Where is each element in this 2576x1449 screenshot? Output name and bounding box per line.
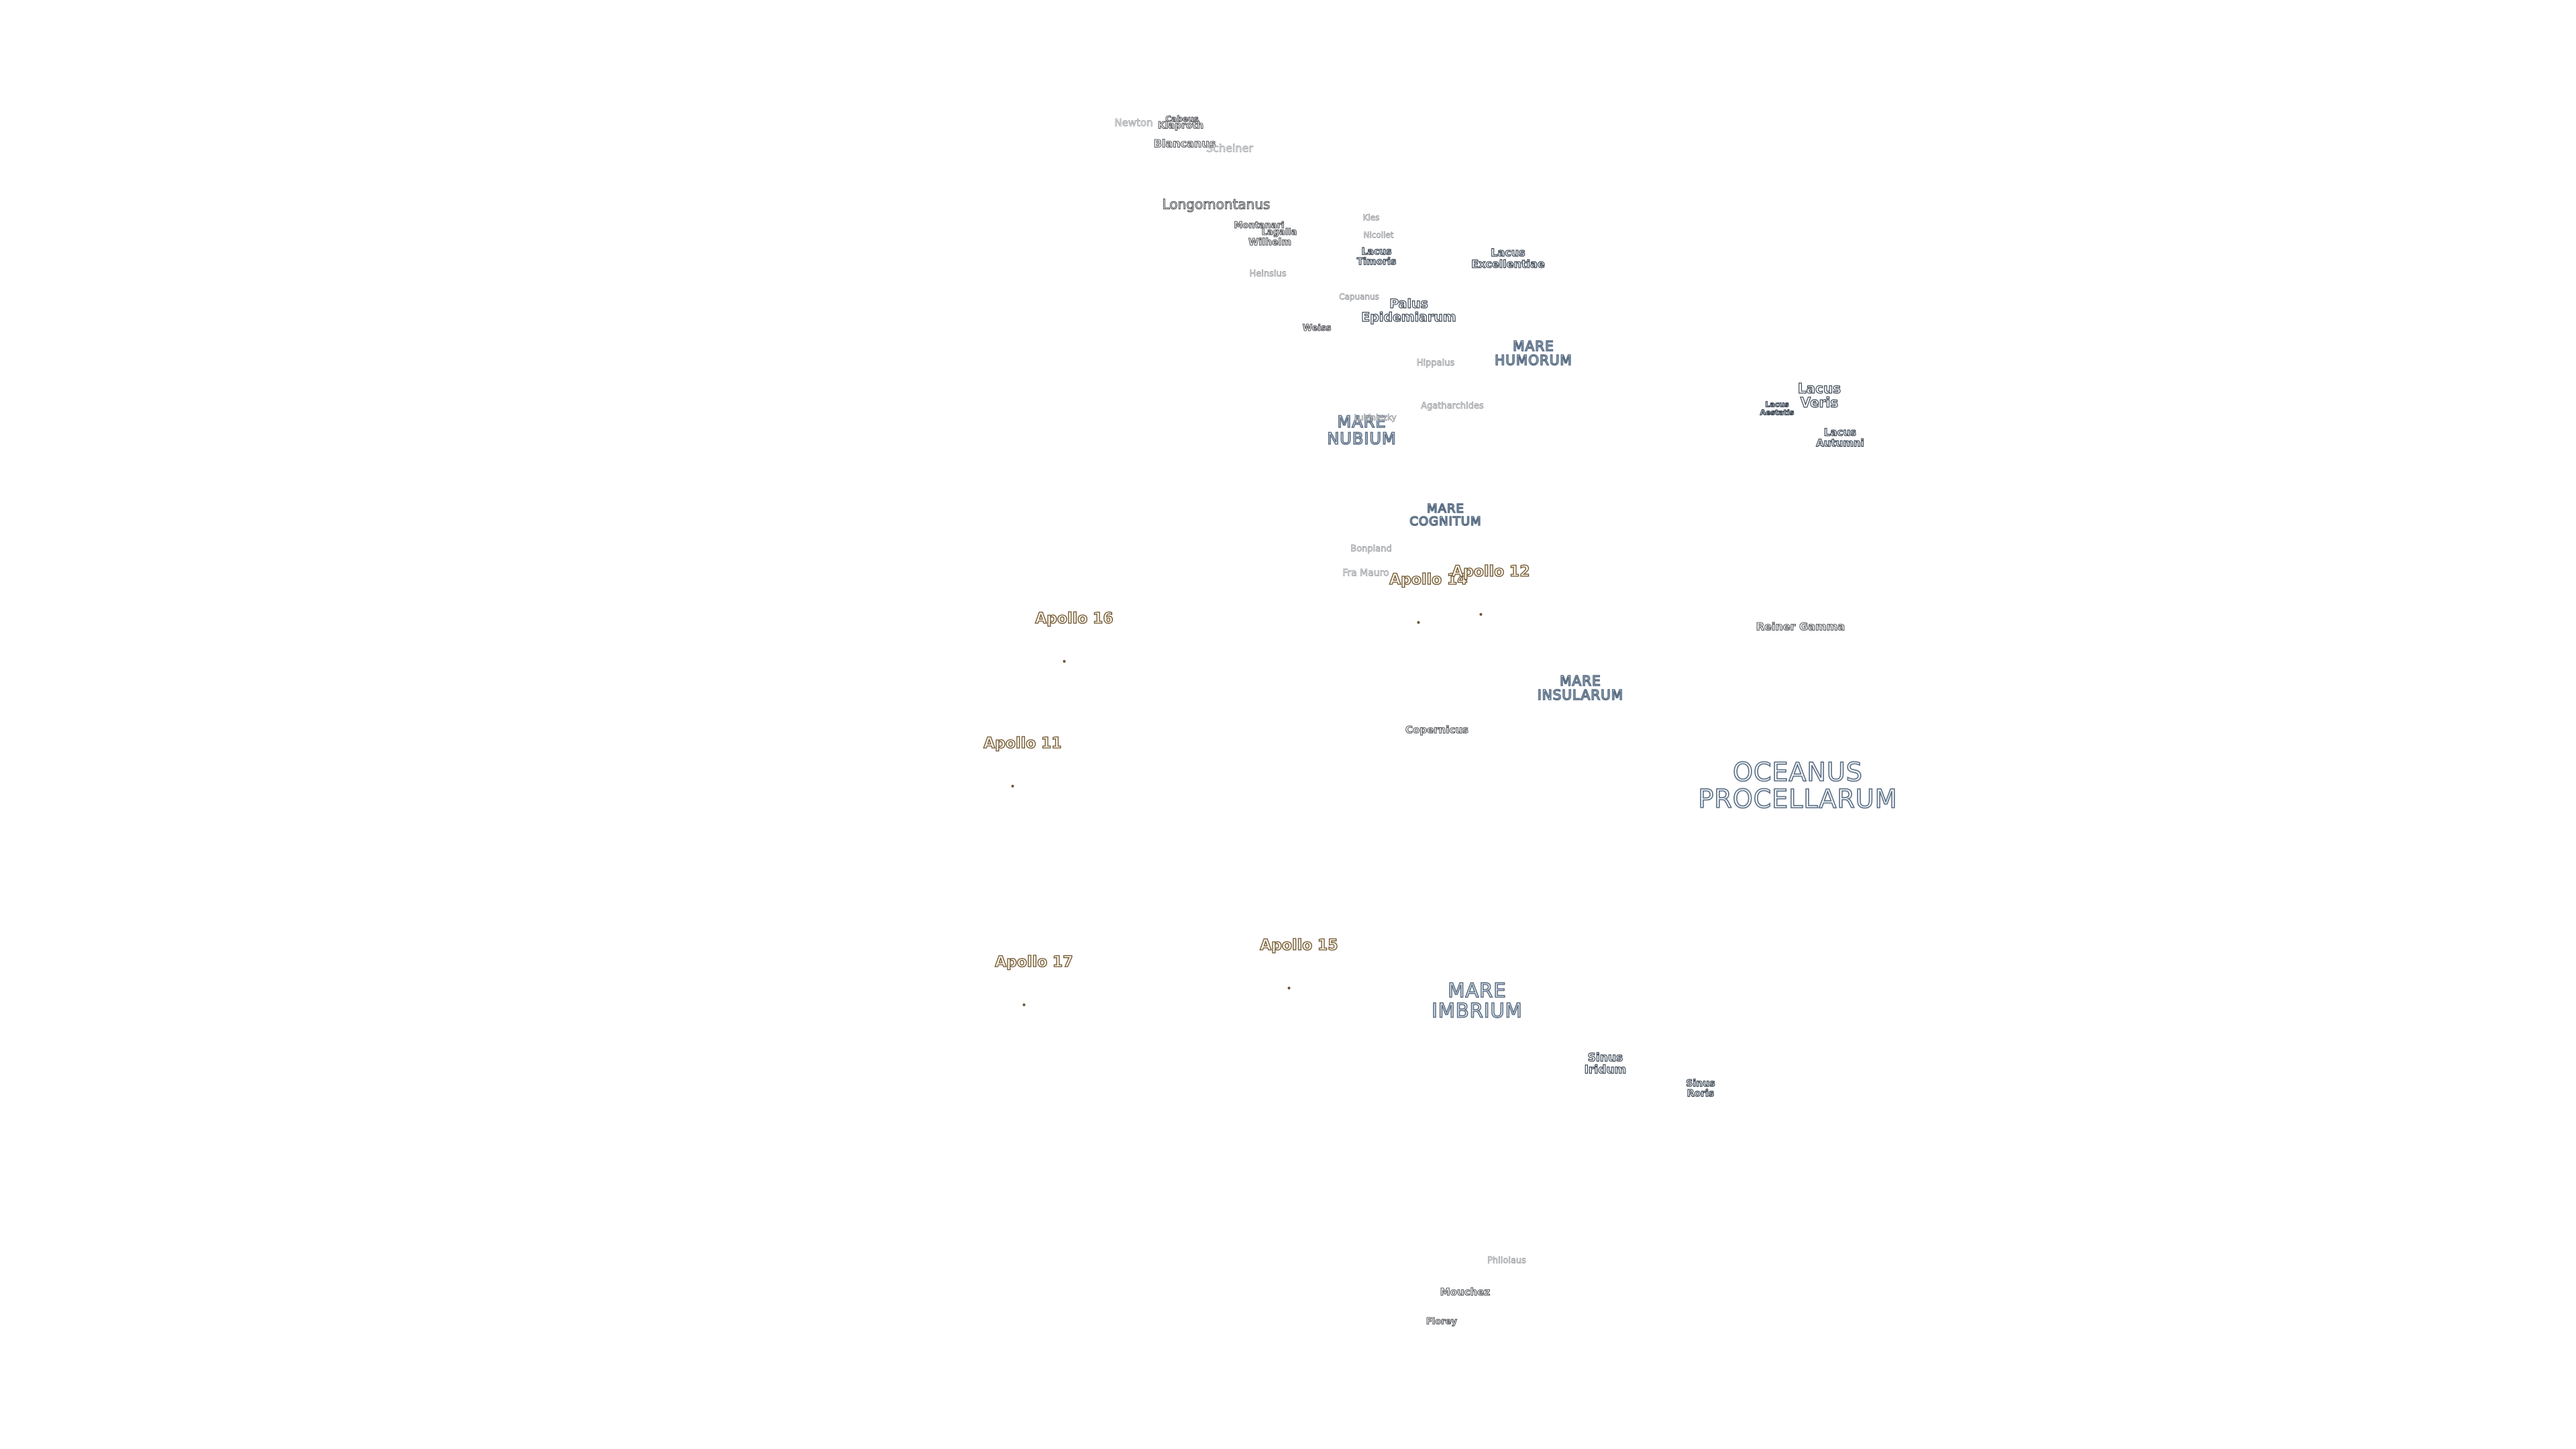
cabeus-label: Cabeus xyxy=(1165,114,1199,124)
newton-label: Newton xyxy=(1114,117,1153,129)
oceanus-procellarum-label: OCEANUS PROCELLARUM xyxy=(1698,757,1898,814)
lagalla-label: Lagalla xyxy=(1261,227,1297,238)
sinus-roris-label: Sinus Roris xyxy=(1686,1078,1715,1099)
apollo-11-label: Apollo 11 xyxy=(983,735,1062,752)
apollo-15-label: Apollo 15 xyxy=(1259,936,1338,954)
philolaus-label: Philolaus xyxy=(1487,1256,1527,1267)
palus-epidemiarum-label: Palus Epidemiarum xyxy=(1361,297,1457,325)
apollo-16-label: Apollo 16 xyxy=(1034,610,1114,627)
mare-insularum-label: MARE INSULARUM xyxy=(1537,673,1624,703)
weiss-label: Weiss xyxy=(1302,323,1332,334)
apollo-14-marker xyxy=(1417,621,1419,625)
apollo-14-label: Apollo 14 xyxy=(1389,571,1468,588)
apollo-16-marker xyxy=(1063,660,1065,663)
longomontanus-label: Longomontanus xyxy=(1162,196,1271,213)
apollo-17-label: Apollo 17 xyxy=(994,953,1073,971)
florey-label: Florey xyxy=(1426,1317,1457,1328)
blancanus-label: Blancanus xyxy=(1153,137,1216,150)
mare-nubium-label: MARE NUBIUM xyxy=(1327,412,1397,448)
wilhelm-label: Wilhelm xyxy=(1248,237,1292,248)
mare-humorum-label: MARE HUMORUM xyxy=(1494,338,1572,368)
nicollet-label: Nicollet xyxy=(1363,230,1394,240)
lacus-autumni-label: Lacus Autumni xyxy=(1816,426,1865,449)
apollo-15-site[interactable]: Apollo 15 xyxy=(1240,922,1338,990)
capuanus-label: Capuanus xyxy=(1339,292,1380,302)
mare-cognitum-label: MARE COGNITUM xyxy=(1409,502,1482,529)
apollo-16-site[interactable]: Apollo 16 xyxy=(1015,596,1114,663)
montanari-label: Montanari xyxy=(1234,221,1285,231)
kies-label: Kies xyxy=(1362,213,1380,223)
apollo-17-marker xyxy=(1022,1004,1025,1007)
reiner-gamma-label: Reiner Gamma xyxy=(1756,620,1845,633)
apollo-12-label: Apollo 12 xyxy=(1451,563,1530,580)
klaproth-label: Klaproth xyxy=(1157,120,1204,131)
copernicus-label: Copernicus xyxy=(1405,724,1468,737)
mare-imbrium-label: MARE IMBRIUM xyxy=(1431,979,1523,1022)
sinus-iridum-label: Sinus Iridum xyxy=(1584,1051,1627,1077)
bonpland-label: Bonpland xyxy=(1350,544,1392,555)
lubiniezky-label: Lubiniezky xyxy=(1354,413,1397,423)
apollo-12-marker xyxy=(1479,613,1482,616)
lacus-excellentiae-label: Lacus Excellentiae xyxy=(1471,246,1546,270)
apollo-17-site[interactable]: Apollo 17 xyxy=(975,939,1073,1007)
apollo-11-marker xyxy=(1011,785,1014,788)
hippalus-label: Hippalus xyxy=(1416,358,1455,369)
lacus-timoris-label: Lacus Timoris xyxy=(1356,246,1397,267)
agatharchides-label: Agatharchides xyxy=(1421,401,1484,412)
lacus-veris-label: Lacus Veris xyxy=(1797,380,1841,411)
heinsius-label: Heinsius xyxy=(1249,269,1287,280)
fra-mauro-label: Fra Mauro xyxy=(1342,568,1389,579)
mouchez-label: Mouchez xyxy=(1440,1286,1491,1299)
scheiner-label: Scheiner xyxy=(1206,142,1254,155)
lacus-aestatis-label: Lacus Aestatis xyxy=(1760,400,1794,417)
apollo-14-site[interactable]: Apollo 14 xyxy=(1369,557,1468,625)
apollo-11-site[interactable]: Apollo 11 xyxy=(963,720,1062,788)
apollo-12-site[interactable]: Apollo 12 xyxy=(1432,549,1530,616)
apollo-15-marker xyxy=(1287,987,1290,990)
